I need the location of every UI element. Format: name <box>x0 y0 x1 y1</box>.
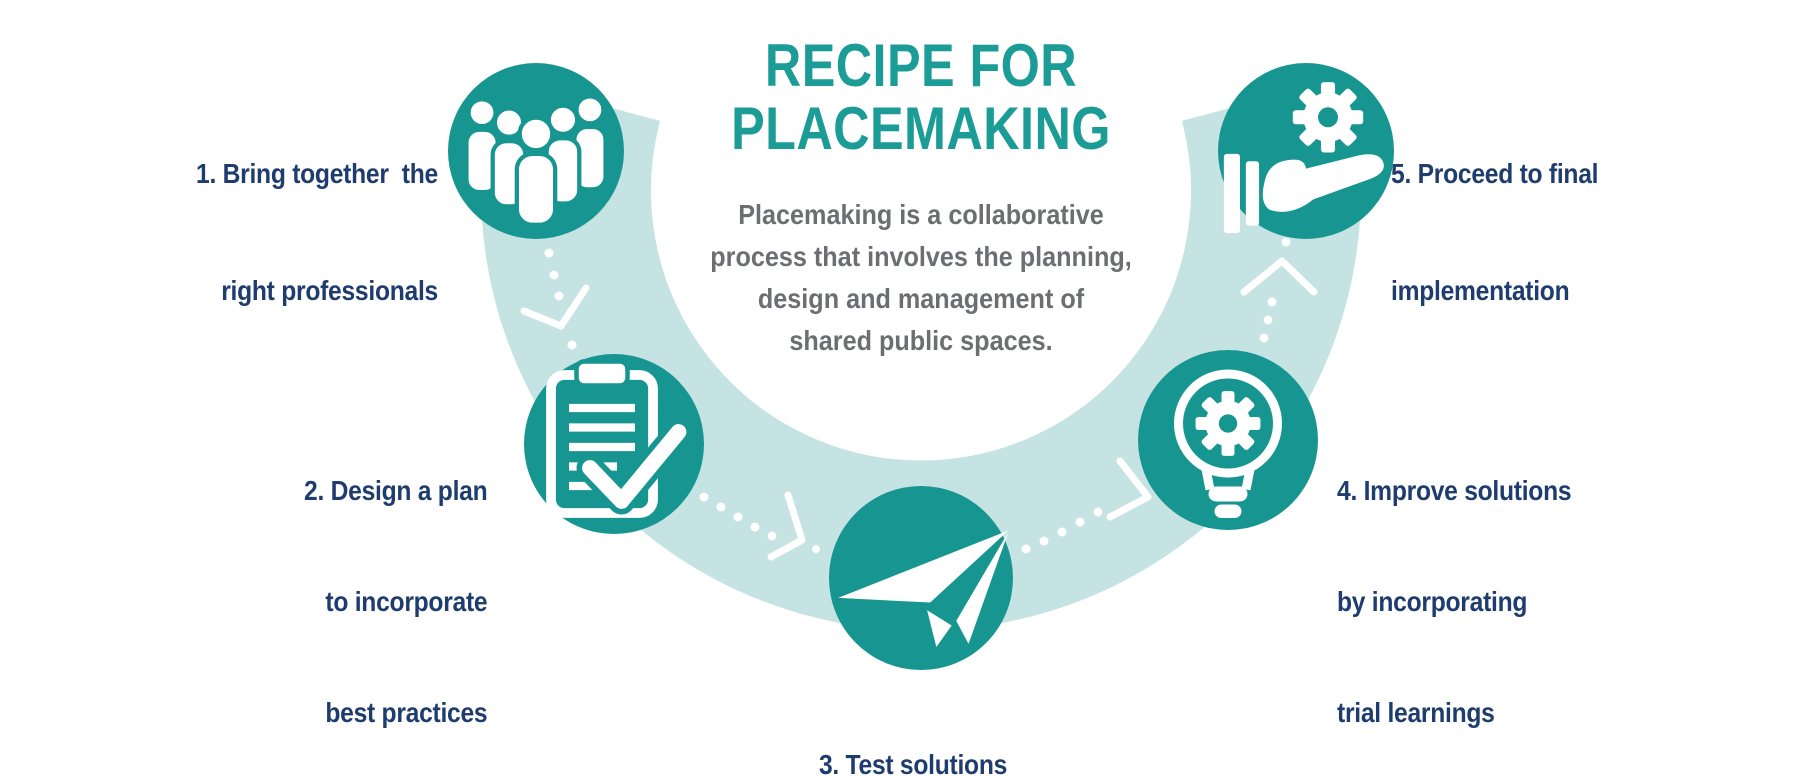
step-2-circle <box>524 354 704 534</box>
step-5-label: 5. Proceed to final implementation <box>1391 158 1599 306</box>
step-2-label: 2. Design a plan to incorporate best pra… <box>303 475 488 728</box>
step-1-label: 1. Bring together the right professional… <box>196 158 438 306</box>
step-4-label: 4. Improve solutions by incorporating tr… <box>1337 475 1572 728</box>
arrow-2-3-icon <box>699 491 820 561</box>
clipboard-check-icon <box>546 359 692 518</box>
step-3-label: 3. Test solutions through pilot trials <box>818 749 1008 780</box>
arrow-3-4-icon <box>1021 457 1152 554</box>
step-5-circle <box>1218 63 1394 239</box>
step-3-circle <box>829 486 1013 670</box>
step-4-circle <box>1138 350 1318 530</box>
page-title: RECIPE FOR PLACEMAKING <box>731 32 1111 162</box>
intro-text: Placemaking is a collaborative process t… <box>710 199 1132 356</box>
step-1-circle <box>448 63 624 239</box>
hand-gear-icon <box>1223 82 1384 234</box>
lightbulb-gear-icon <box>1174 369 1282 518</box>
paper-plane-icon <box>838 530 1009 647</box>
arrow-4-5-icon <box>1240 237 1318 343</box>
people-group-icon <box>464 94 608 227</box>
